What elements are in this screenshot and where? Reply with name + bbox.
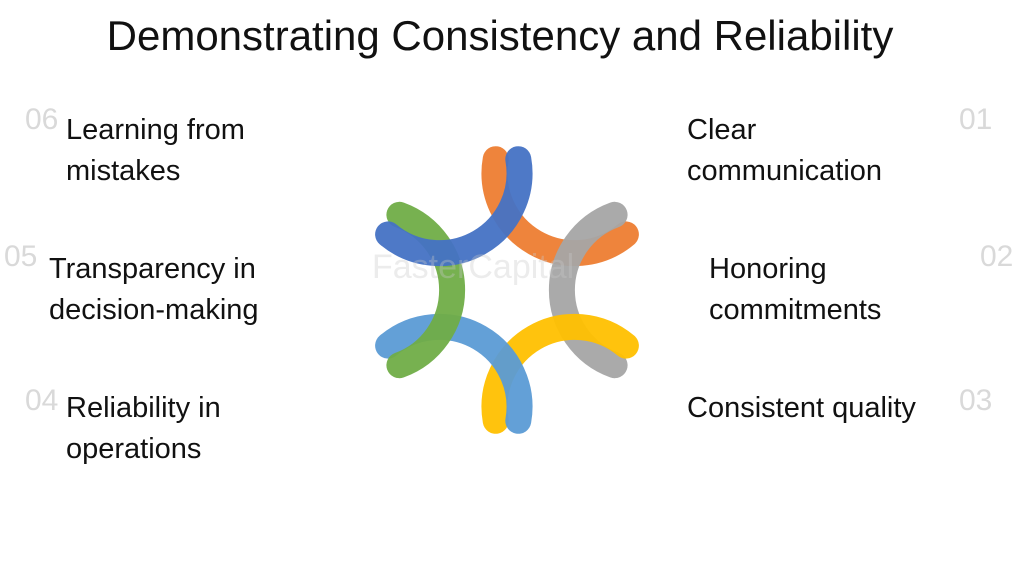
item-label-05-line2: decision-making [49,294,259,326]
step-number-01: 01 [959,103,993,136]
item-label-04-line2: operations [66,433,202,465]
page-title: Demonstrating Consistency and Reliabilit… [106,12,894,59]
step-number-03: 03 [959,384,993,417]
step-number-04: 04 [25,384,59,417]
item-label-06-line1: Learning from [66,114,245,146]
step-number-02: 02 [980,240,1014,273]
arc-02 [548,201,628,379]
item-label-06-line2: mistakes [66,155,181,187]
item-label-03: Consistent quality [687,388,916,429]
arc-06 [375,146,533,267]
item-label-06: Learning from mistakes [66,110,245,192]
item-label-04: Reliability in operations [66,388,221,470]
item-label-01-line2: communication [687,155,883,187]
step-number-06: 06 [25,103,59,136]
arc-03 [481,313,639,434]
ring-arcs [375,146,639,434]
item-label-04-line1: Reliability in [66,392,221,424]
arc-04 [375,313,533,434]
ring-diagram [375,146,639,434]
item-label-02-line2: commitments [709,294,882,326]
item-label-05: Transparency in decision-making [49,249,259,331]
arc-01 [481,146,639,267]
item-label-01-line1: Clear [687,114,757,146]
watermark: FasterCapital [372,248,575,286]
item-label-02: Honoring commitments [709,249,881,331]
item-label-03-line1: Consistent quality [687,392,916,424]
item-label-05-line1: Transparency in [49,253,256,285]
arc-05 [386,201,466,379]
item-label-01: Clear communication [687,110,882,192]
step-number-05: 05 [4,240,38,273]
item-label-02-line1: Honoring [709,253,827,285]
